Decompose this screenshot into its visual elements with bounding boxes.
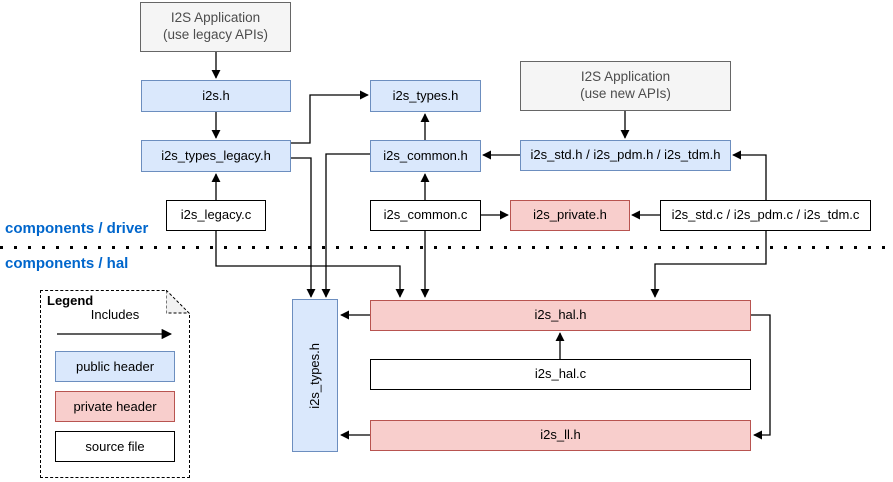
section-label-hal: components / hal [5, 255, 129, 272]
node-label: i2s.h [202, 87, 230, 103]
node-i2s-hal-c: i2s_hal.c [370, 359, 751, 390]
node-label: i2s_types.h [306, 342, 322, 409]
legend: Legend Includes public header private he… [40, 288, 191, 478]
legend-item-label: private header [73, 399, 157, 414]
legend-includes-label: Includes [90, 307, 140, 322]
edge-i2s_legacy_c-to-i2s_hal_h [215, 231, 405, 298]
node-label-line2: (use new APIs) [580, 86, 671, 101]
node-i2s-std-pdm-tdm-h: i2s_std.h / i2s_pdm.h / i2s_tdm.h [520, 140, 731, 171]
node-i2s-private-h: i2s_private.h [510, 200, 630, 231]
legend-title: Legend [47, 293, 94, 308]
node-i2s-common-c: i2s_common.c [370, 200, 481, 231]
node-label-line1: I2S Application [170, 10, 261, 26]
node-label-line2: (use legacy APIs) [162, 27, 269, 42]
edge-i2s_std_pdm_tdm_c-to-i2s_hal_h [650, 231, 767, 298]
legend-item-source-file: source file [55, 431, 175, 462]
node-i2s-application-legacy: I2S Application (use legacy APIs) [140, 2, 291, 52]
node-label: i2s_legacy.c [180, 207, 252, 223]
node-label: i2s_types.h [392, 87, 459, 103]
section-divider-dotted-line [0, 246, 893, 249]
node-i2s-ll-h: i2s_ll.h [370, 420, 751, 451]
node-i2s-std-pdm-tdm-c: i2s_std.c / i2s_pdm.c / i2s_tdm.c [660, 200, 871, 231]
node-label: i2s_private.h [533, 207, 607, 223]
node-label: i2s_common.c [383, 207, 468, 223]
legend-item-label: public header [75, 359, 155, 374]
node-label-line1: I2S Application [580, 69, 671, 85]
edge-i2s_types_legacy_h-to-i2s_types_h_hal [291, 157, 316, 298]
edge-i2s_std_pdm_tdm_c-to-i2s_std_pdm_tdm_h [732, 150, 767, 200]
node-i2s-types-h-hal: i2s_types.h [292, 299, 338, 452]
legend-item-private-header: private header [55, 391, 175, 422]
node-label: i2s_std.h / i2s_pdm.h / i2s_tdm.h [530, 147, 721, 163]
section-label-driver: components / driver [5, 220, 149, 237]
node-label: i2s_hal.c [534, 366, 587, 382]
node-i2s-types-legacy-h: i2s_types_legacy.h [141, 140, 291, 172]
legend-item-label: source file [85, 439, 145, 454]
node-label: i2s_hal.h [534, 307, 587, 323]
node-i2s-hal-h: i2s_hal.h [370, 300, 751, 331]
node-i2s-common-h: i2s_common.h [370, 140, 481, 172]
node-i2s-application-new: I2S Application (use new APIs) [520, 61, 731, 111]
node-label: i2s_ll.h [540, 427, 581, 443]
node-i2s-h: i2s.h [141, 80, 291, 112]
node-i2s-legacy-c: i2s_legacy.c [166, 200, 266, 231]
edge-i2s_common_h-to-i2s_types_h_hal [321, 153, 370, 298]
legend-folded-corner [165, 288, 191, 314]
legend-item-public-header: public header [55, 351, 175, 382]
node-label: i2s_std.c / i2s_pdm.c / i2s_tdm.c [671, 207, 860, 223]
node-label: i2s_types_legacy.h [161, 147, 271, 163]
edge-i2s_types_legacy_h-to-i2s_types_h [291, 90, 369, 144]
edge-i2s_hal_h-to-i2s_ll_h [751, 314, 771, 440]
node-i2s-types-h: i2s_types.h [370, 80, 481, 112]
legend-includes-arrow-icon [55, 327, 177, 345]
node-label: i2s_common.h [383, 147, 468, 163]
